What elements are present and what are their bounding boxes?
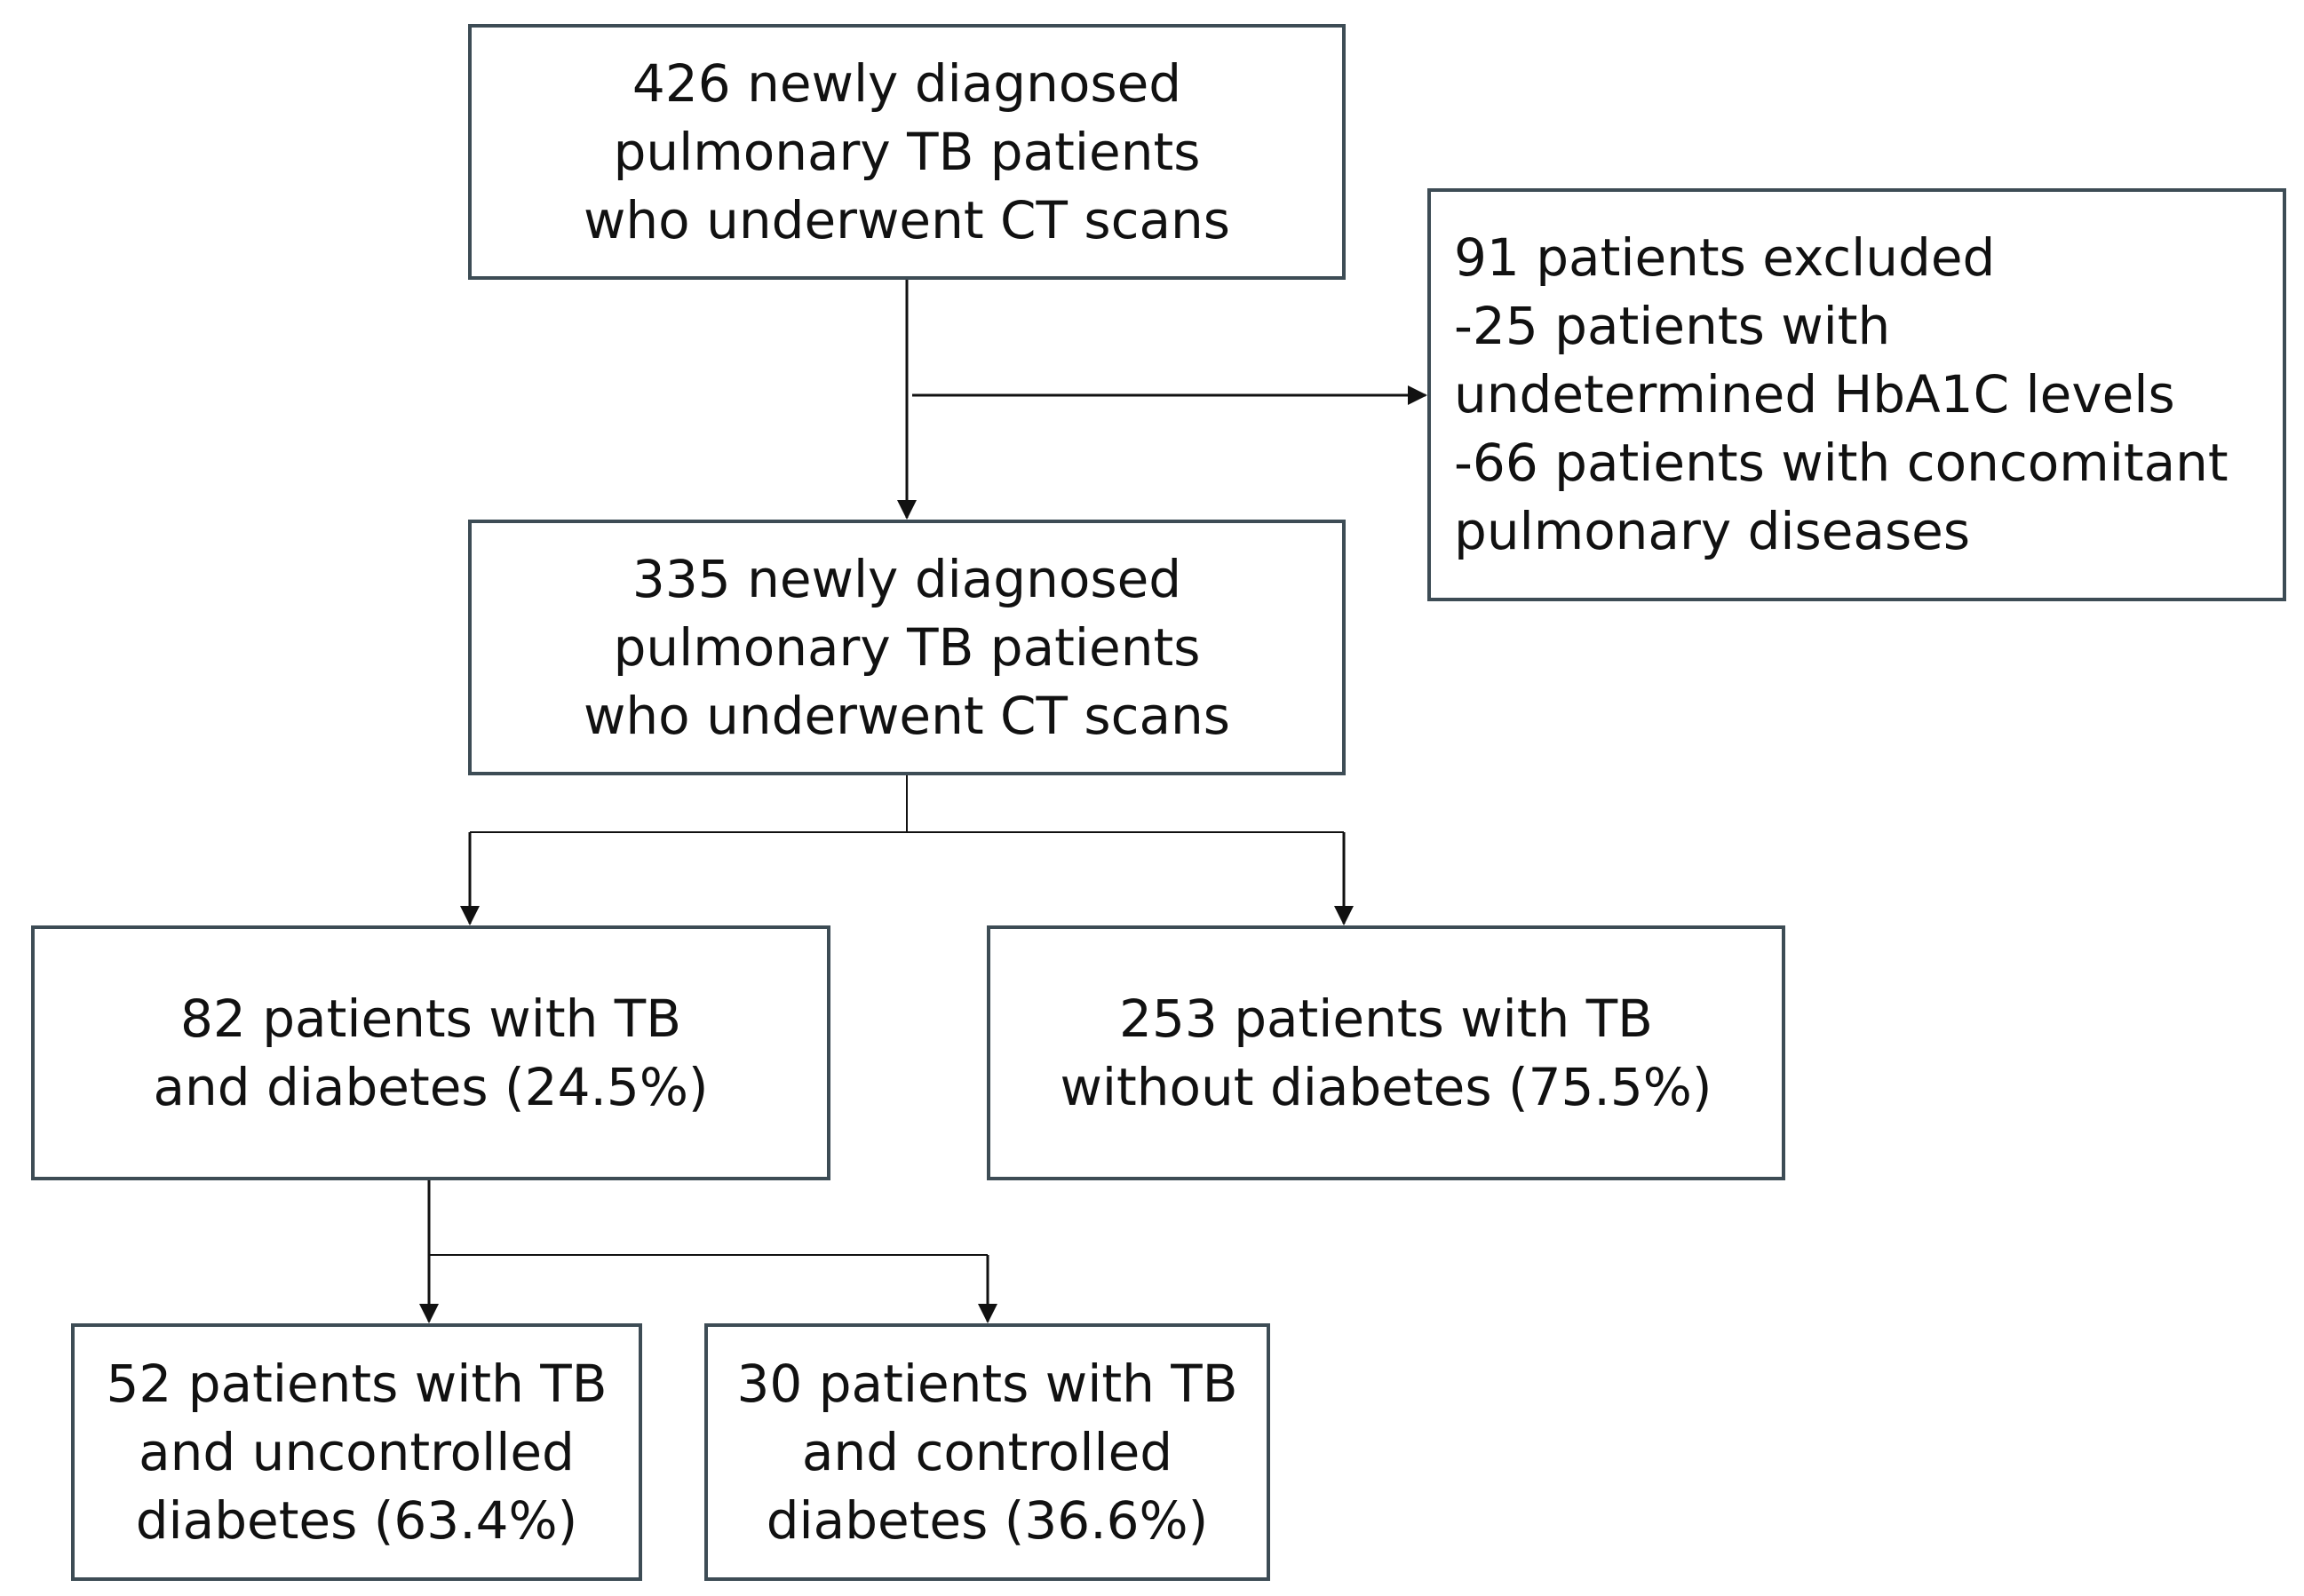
excluded-line-3: undetermined HbA1C levels [1454, 364, 2175, 425]
tb-with-diabetes-line-1: 82 patients with TB [180, 988, 681, 1049]
eligible-line-1: 335 newly diagnosed [632, 548, 1182, 609]
controlled-line-3: diabetes (36.6%) [766, 1489, 1209, 1551]
tb-without-diabetes-box: 253 patients with TB without diabetes (7… [987, 925, 1785, 1180]
uncontrolled-line-2: and uncontrolled [139, 1421, 575, 1482]
eligible-line-2: pulmonary TB patients [613, 616, 1201, 678]
eligible-line-3: who underwent CT scans [583, 685, 1231, 746]
tb-with-diabetes-line-2: and diabetes (24.5%) [153, 1056, 709, 1117]
eligible-patients-box: 335 newly diagnosed pulmonary TB patient… [468, 520, 1346, 775]
tb-without-diabetes-line-2: without diabetes (75.5%) [1060, 1056, 1712, 1117]
tb-without-diabetes-line-1: 253 patients with TB [1119, 988, 1653, 1049]
excluded-line-1: 91 patients excluded [1454, 227, 1996, 288]
screened-line-2: pulmonary TB patients [613, 121, 1201, 182]
tb-with-diabetes-box: 82 patients with TB and diabetes (24.5%) [31, 925, 830, 1180]
uncontrolled-line-1: 52 patients with TB [106, 1353, 608, 1414]
controlled-diabetes-box: 30 patients with TB and controlled diabe… [704, 1323, 1270, 1581]
controlled-line-2: and controlled [801, 1421, 1173, 1482]
excluded-line-2: -25 patients with [1454, 296, 1891, 356]
excluded-line-4: -66 patients with concomitant [1454, 433, 2229, 493]
screened-line-3: who underwent CT scans [583, 189, 1231, 250]
screened-line-1: 426 newly diagnosed [632, 52, 1182, 114]
uncontrolled-diabetes-box: 52 patients with TB and uncontrolled dia… [71, 1323, 642, 1581]
controlled-line-1: 30 patients with TB [736, 1353, 1238, 1414]
screened-patients-box: 426 newly diagnosed pulmonary TB patient… [468, 24, 1346, 280]
uncontrolled-line-3: diabetes (63.4%) [135, 1489, 578, 1551]
excluded-patients-box: 91 patients excluded -25 patients with u… [1427, 188, 2286, 601]
excluded-line-5: pulmonary diseases [1454, 501, 1971, 561]
